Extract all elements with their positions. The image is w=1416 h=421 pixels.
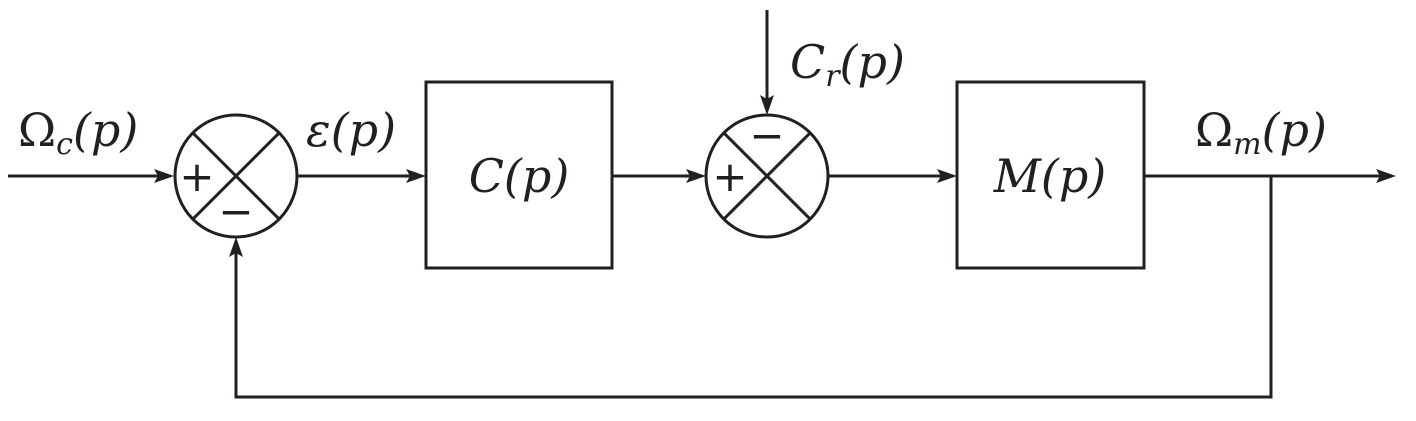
controller-output-arrowhead	[686, 169, 706, 183]
error-signal-label: ε(p)	[306, 103, 396, 157]
input-signal-label: Ωc(p)	[18, 103, 138, 162]
disturbance-label: Cr(p)	[790, 35, 905, 94]
summing-junction-2: + −	[704, 111, 830, 239]
motor-label: M(p)	[993, 149, 1106, 203]
motor-input-arrowhead	[937, 169, 957, 183]
feedback-path	[234, 176, 1273, 399]
output-signal-label: Ωm(p)	[1195, 103, 1327, 162]
summing-junction-1: + −	[173, 113, 299, 239]
feedback-arrowhead	[229, 237, 243, 257]
error-arrowhead	[406, 169, 426, 183]
output-arrowhead	[1376, 169, 1396, 183]
motor-block	[955, 80, 1146, 270]
summer-1-plus-sign: +	[179, 152, 214, 201]
summer-1-minus-sign: −	[218, 187, 253, 236]
input-arrowhead	[154, 169, 174, 183]
summer-2-minus-sign: −	[749, 111, 784, 160]
disturbance-arrowhead	[760, 95, 774, 115]
controller-label: C(p)	[469, 149, 570, 203]
summer-2-plus-sign: +	[712, 152, 747, 201]
